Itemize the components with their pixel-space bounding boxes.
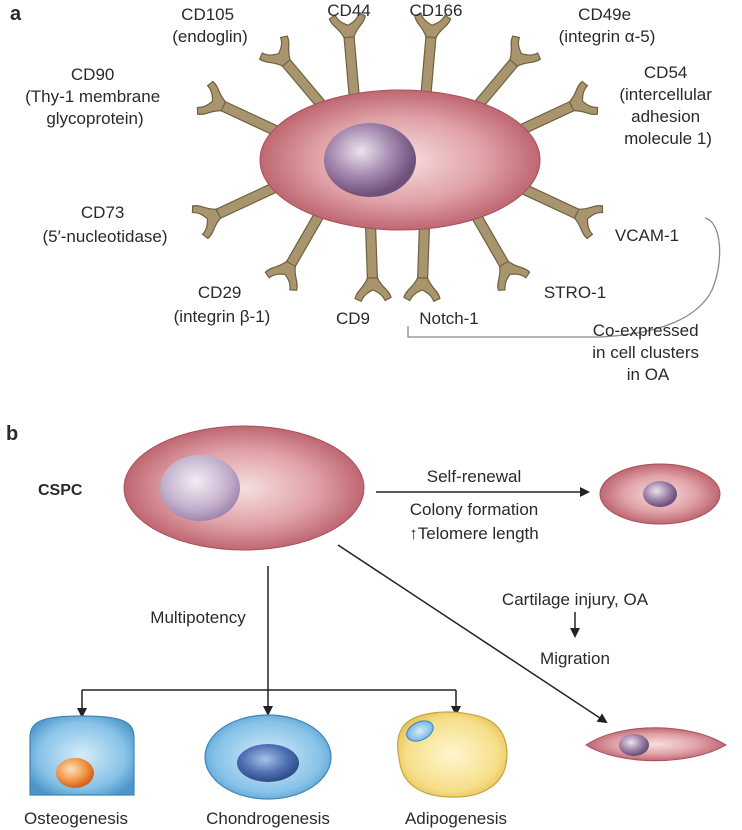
label-cd54: CD54 (intercellular adhesion molecule 1) — [619, 63, 716, 148]
label-cd9: CD9 — [336, 309, 370, 328]
cspc-nucleus — [324, 123, 416, 197]
label-cd29: CD29 (integrin β-1) — [174, 283, 271, 326]
label-cd166: CD166 — [410, 1, 463, 20]
label-cd44: CD44 — [327, 1, 370, 20]
label-colony-formation: Colony formation — [410, 500, 539, 519]
migrating-nucleus — [619, 734, 649, 756]
chondrocyte-nucleus — [237, 744, 299, 782]
panel-b-label: b — [6, 423, 18, 445]
label-notch1: Notch-1 — [419, 309, 479, 328]
label-vcam1: VCAM-1 — [615, 226, 679, 245]
cspc-progenitor-nucleus — [160, 455, 240, 521]
coexpression-bracket — [407, 217, 721, 338]
label-telomere-length: ↑Telomere length — [409, 524, 538, 543]
label-stro1: STRO-1 — [544, 283, 606, 302]
label-osteogenesis: Osteogenesis — [24, 809, 128, 828]
label-cspc: CSPC — [38, 482, 83, 499]
label-migration: Migration — [540, 649, 610, 668]
label-cd73: CD73 (5′-nucleotidase) — [42, 203, 167, 246]
migration-arrow — [337, 544, 608, 724]
adipocyte-nucleus — [406, 720, 434, 742]
label-adipogenesis: Adipogenesis — [405, 809, 507, 828]
osteocyte-nucleus — [56, 758, 94, 788]
label-cartilage-injury: Cartilage injury, OA — [502, 590, 649, 609]
migrating-cell — [585, 727, 727, 762]
label-chondrogenesis: Chondrogenesis — [206, 809, 330, 828]
label-cd105: CD105 (endoglin) — [172, 5, 248, 46]
label-coexpressed: Co-expressed in cell clusters in OA — [592, 321, 704, 384]
cspc-progenitor-cell — [123, 425, 365, 551]
daughter-nucleus — [643, 481, 677, 507]
osteocyte-cell — [29, 715, 135, 796]
panel-a-label: a — [10, 3, 22, 25]
label-cd90: CD90 (Thy-1 membrane glycoprotein) — [25, 65, 165, 128]
label-multipotency: Multipotency — [150, 608, 246, 627]
label-cd49e: CD49e (integrin α-5) — [559, 5, 656, 46]
label-self-renewal: Self-renewal — [427, 467, 522, 486]
